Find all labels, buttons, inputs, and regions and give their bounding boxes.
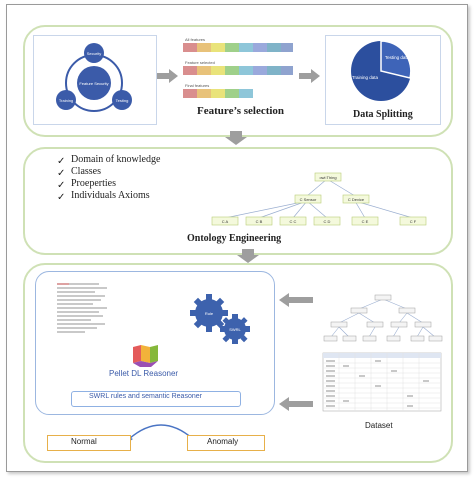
arrow-right-2 (299, 69, 320, 83)
split-right-label: Testing data (385, 55, 410, 60)
panel-ontology (23, 147, 453, 255)
tree-leaf-node-2 (245, 216, 273, 226)
gears-icon: Rule SWRL (190, 294, 250, 344)
check-mark-2: ✓ (57, 168, 65, 179)
checklist-item-3: Proeperties (71, 178, 116, 189)
cycle-right-node (112, 90, 132, 110)
split-pie-slice (380, 40, 412, 79)
feature-row-label-2: Feature selected (185, 60, 215, 65)
cycle-left-node (56, 90, 76, 110)
cycle-left-label: Training (59, 98, 73, 103)
swrl-box-label: SWRL rules and semantic Reasoner (89, 393, 202, 400)
split-pie: Training data Testing data (351, 40, 412, 101)
swrl-box (71, 391, 241, 407)
tree-root-label: owl:Thing (319, 175, 336, 180)
tree-leaf-label-5: C E (362, 219, 369, 224)
cycle-diagram: Feature Security Security Training Testi… (56, 43, 132, 112)
tree-leaf-node-5 (351, 216, 379, 226)
tree-leaf-label-4: C D (324, 219, 331, 224)
checklist-item-2: Classes (71, 166, 101, 177)
feature-row-2 (183, 66, 293, 75)
outcome-anomaly-box (187, 435, 265, 451)
feature-rows: All features Feature selected Final feat… (183, 37, 293, 98)
gear-large (195, 299, 223, 327)
dataset-table (322, 352, 442, 412)
cycle-top-node (84, 43, 104, 63)
tree-leaf-label-3: C C (290, 219, 297, 224)
figure-frame: Feature Security Security Training Testi… (6, 4, 468, 472)
tree-mid-node-2 (342, 194, 370, 204)
outcome-normal-label: Normal (71, 437, 97, 446)
dataset-graphic (322, 294, 443, 412)
tree-leaf-label-2: C B (256, 219, 263, 224)
cycle-center-node (77, 66, 111, 100)
outcome-normal-box (47, 435, 131, 451)
feature-row-label-3: Final features (185, 83, 209, 88)
feature-row-1 (183, 43, 293, 52)
tree-mid-node-1 (294, 194, 322, 204)
arrow-down-1 (225, 131, 247, 145)
checklist-item-1: Domain of knowledge (71, 154, 161, 165)
tree-leaf-node-6 (399, 216, 427, 226)
tree-root-node (314, 172, 342, 182)
arrow-right-1 (157, 69, 178, 83)
gear-label-1: Rule (205, 311, 214, 316)
tree-mid-label-1: C Sensor (300, 197, 317, 202)
cycle-top-label: Security (87, 51, 101, 56)
tree-leaf-label-6: C F (410, 219, 417, 224)
dataset-caption: Dataset (365, 421, 393, 430)
cycle-center-label: Feature Security (79, 81, 108, 86)
arrow-left-2 (279, 397, 313, 411)
check-mark-3: ✓ (57, 180, 65, 191)
rules-listing (57, 283, 107, 333)
ontology-caption: Ontology Engineering (187, 233, 282, 244)
data-splitting-caption: Data Splitting (353, 109, 413, 120)
tree-leaf-node-4 (313, 216, 341, 226)
pellet-logo (133, 345, 158, 367)
pellet-label: Pellet DL Reasoner (109, 369, 179, 378)
tree-mid-label-2: C Device (348, 197, 365, 202)
arrow-down-2 (237, 249, 259, 263)
arrow-left-1 (279, 293, 313, 307)
feature-selection-caption: Feature’s selection (197, 105, 285, 117)
check-mark-1: ✓ (57, 156, 65, 167)
split-left-label: Training data (352, 75, 379, 80)
checklist-item-4: Individuals Axioms (71, 190, 150, 201)
cycle-right-label: Testing (116, 98, 129, 103)
tree-leaf-node-3 (279, 216, 307, 226)
gear-small (224, 318, 246, 340)
tree-leaf-node-1 (211, 216, 239, 226)
checklist: ✓ ✓ ✓ ✓ (57, 156, 65, 203)
gear-label-2: SWRL (229, 327, 241, 332)
tree-leaf-label-1: C A (222, 219, 229, 224)
check-mark-4: ✓ (57, 192, 65, 203)
outcome-anomaly-label: Anomaly (207, 437, 239, 446)
ontology-tree: owl:Thing C Sensor C Device C A C B C C … (211, 172, 427, 226)
feature-row-3 (183, 89, 253, 98)
feature-row-label-1: All features (185, 37, 205, 42)
